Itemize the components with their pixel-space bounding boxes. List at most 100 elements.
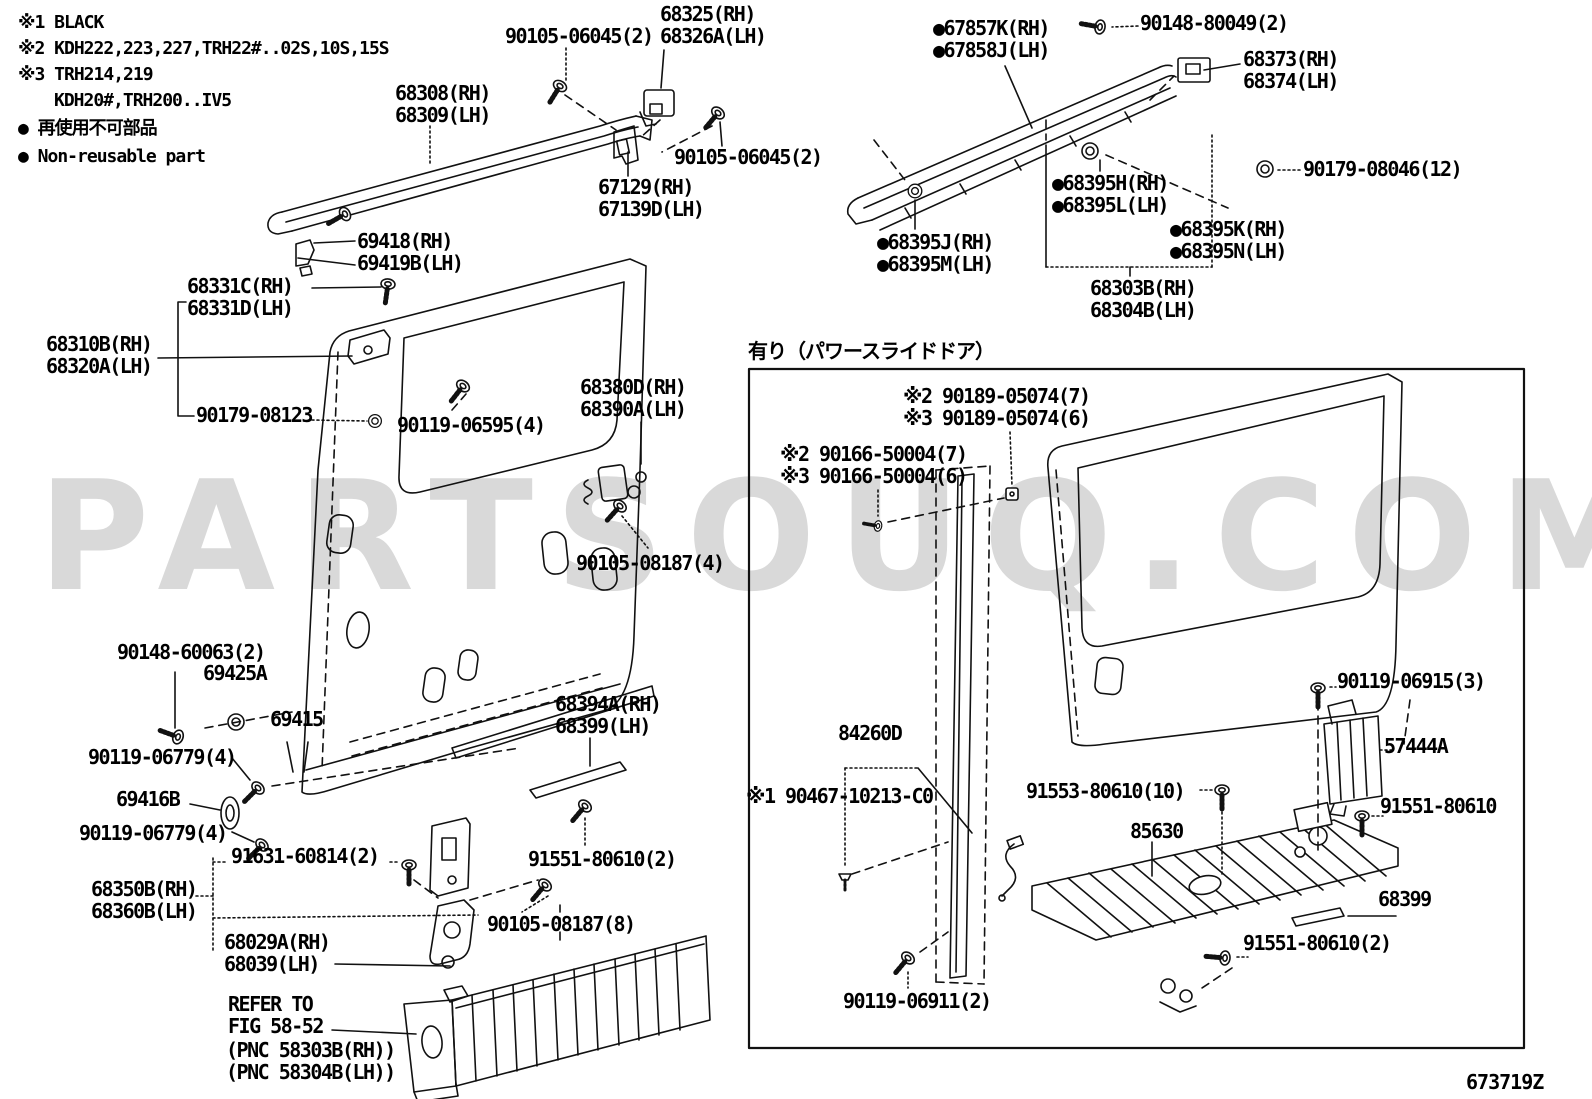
part-label-90105060452[interactable]: 90105-06045(2) [505, 24, 654, 48]
part-label-line: 68373(RH) [1243, 47, 1339, 71]
part-label-line: 68360B(LH) [91, 899, 198, 923]
part-label-69425a[interactable]: 69425A [203, 661, 268, 685]
part-label-line: 68394A(RH) [555, 692, 662, 716]
part-label-290166500047[interactable]: ※2 90166-50004(7)※3 90166-50004(6) [780, 442, 968, 488]
part-label-90105081878[interactable]: 90105-08187(8) [487, 912, 636, 936]
part-label-line: 68310B(RH) [46, 332, 153, 356]
part-label-68395krh[interactable]: ●68395K(RH)●68395N(LH) [1170, 217, 1287, 263]
part-label-line: ●68395N(LH) [1170, 239, 1287, 263]
part-label-90148600632[interactable]: 90148-60063(2) [117, 641, 266, 663]
part-label-68350brh[interactable]: 68350B(RH)68360B(LH) [91, 878, 198, 923]
inset-title: 有り（パワースライドドア） [748, 339, 995, 363]
step-panel-art [403, 904, 711, 1099]
part-label-line: 69415 [270, 707, 324, 731]
part-label-line: 69418(RH) [357, 229, 453, 253]
part-label-90119067794[interactable]: 90119-06779(4) [79, 821, 228, 845]
part-label-line: ※3 90166-50004(6) [780, 464, 968, 488]
part-label-68380drh[interactable]: 68380D(RH)68390A(LH) [580, 376, 687, 421]
part-label-line: 91553-80610(10) [1026, 779, 1186, 803]
power-slide-door-inset-box [747, 367, 1526, 1050]
part-label-69415[interactable]: 69415 [270, 707, 324, 731]
part-label-915538061010[interactable]: 91553-80610(10) [1026, 779, 1186, 803]
part-label-67129rh[interactable]: 67129(RH)67139D(LH) [598, 175, 705, 221]
part-label-line: 90105-08187(8) [487, 912, 636, 936]
part-label-line: 68308(RH) [395, 81, 491, 105]
part-label-line: ※1 90467-10213-C0 [746, 784, 934, 808]
part-label-85630[interactable]: 85630 [1130, 819, 1184, 843]
part-label-line: 91551-80610(2) [1243, 931, 1392, 955]
part-label-line: ●68395K(RH) [1170, 217, 1287, 241]
part-label-line: 68399(LH) [555, 714, 651, 738]
inset-door-panel-art [1046, 373, 1403, 747]
figure-code: 673719Z [1466, 1070, 1544, 1094]
part-label-line: 90119-06779(4) [79, 821, 228, 845]
part-label-68308rh[interactable]: 68308(RH)68309(LH) [395, 81, 491, 127]
part-label-line: 69425A [203, 661, 268, 685]
part-label-line: 90105-08187(4) [576, 551, 725, 575]
part-label-line: ●68395J(RH) [877, 230, 994, 254]
part-label-91631608142[interactable]: 91631-60814(2) [231, 844, 380, 868]
part-label-line: ●67858J(LH) [933, 38, 1050, 62]
part-label-290189050747[interactable]: ※2 90189-05074(7)※3 90189-05074(6) [903, 384, 1091, 429]
part-label-91551806102[interactable]: 91551-80610(2) [1243, 931, 1392, 955]
watermark: PARTSOUQ.COM [38, 448, 1592, 625]
part-label-91551806102[interactable]: 91551-80610(2) [528, 847, 677, 871]
part-label-9017908123[interactable]: 90179-08123 [196, 404, 313, 426]
part-label-68395jrh[interactable]: ●68395J(RH)●68395M(LH) [877, 230, 994, 275]
part-label-line: 68029A(RH) [224, 930, 331, 954]
part-label-90119069112[interactable]: 90119-06911(2) [843, 990, 992, 1012]
part-label-901790804612[interactable]: 90179-08046(12) [1303, 157, 1463, 181]
legend-note-1: ※1 BLACK [18, 12, 104, 33]
part-label-90105081874[interactable]: 90105-08187(4) [576, 551, 725, 575]
part-label-69416b[interactable]: 69416B [116, 788, 181, 810]
part-label-68310brh[interactable]: 68310B(RH)68320A(LH) [46, 332, 153, 377]
part-label-line: 69419B(LH) [357, 251, 464, 275]
part-label-69418rh[interactable]: 69418(RH)69419B(LH) [357, 229, 464, 275]
leader-lines-main [157, 25, 1301, 1035]
part-label-68373rh[interactable]: 68373(RH)68374(LH) [1243, 47, 1339, 92]
part-label-line: ※2 90189-05074(7) [903, 384, 1091, 408]
part-label-68331crh[interactable]: 68331C(RH)68331D(LH) [187, 274, 294, 319]
part-label-68394arh[interactable]: 68394A(RH)68399(LH) [555, 692, 662, 738]
part-label-line: 91551-80610(2) [528, 847, 677, 871]
part-label-line: 90105-06045(2) [505, 24, 654, 48]
legend-note-nonreusable-en: ● Non-reusable part [18, 146, 206, 167]
part-label-line: ※2 90166-50004(7) [780, 442, 968, 466]
part-label-90119067794[interactable]: 90119-06779(4) [88, 746, 237, 768]
part-label-57444a[interactable]: 57444A [1384, 734, 1449, 758]
part-label-68029arh[interactable]: 68029A(RH)68039(LH) [224, 930, 331, 975]
part-label-line: 90179-08046(12) [1303, 157, 1463, 181]
left-door-panel-art [301, 258, 647, 795]
part-label-line: FIG 58-52 [228, 1014, 324, 1038]
part-label-68399[interactable]: 68399 [1378, 888, 1432, 910]
part-label-90148800492[interactable]: 90148-80049(2) [1140, 12, 1289, 34]
legend-note-nonreusable-jp: ● 再使用不可部品 [18, 118, 158, 139]
part-label-19046710213c0[interactable]: ※1 90467-10213-C0 [746, 784, 934, 808]
part-label-line: (PNC 58303B(RH)) [226, 1038, 396, 1062]
part-label-line: 91631-60814(2) [231, 844, 380, 868]
part-label-line: ●67857K(RH) [933, 16, 1050, 40]
part-label-90119069153[interactable]: 90119-06915(3) [1337, 670, 1486, 692]
part-label-68303brh[interactable]: 68303B(RH)68304B(LH) [1090, 276, 1197, 321]
part-label-line: 68326A(LH) [660, 24, 767, 48]
part-label-pnc58303brh[interactable]: (PNC 58303B(RH))(PNC 58304B(LH)) [226, 1038, 396, 1083]
part-label-68395hrh[interactable]: ●68395H(RH)●68395L(LH) [1052, 172, 1169, 216]
part-label-67857krh[interactable]: ●67857K(RH)●67858J(LH) [933, 16, 1050, 62]
part-label-90105060452[interactable]: 90105-06045(2) [674, 146, 823, 168]
inset-step-plate-art [1031, 801, 1399, 1013]
part-label-84260d[interactable]: 84260D [838, 722, 903, 744]
part-label-90119065954[interactable]: 90119-06595(4) [397, 414, 546, 436]
part-label-line: 68331C(RH) [187, 274, 294, 298]
part-label-line: 68390A(LH) [580, 397, 687, 421]
part-label-9155180610[interactable]: 91551-80610 [1380, 795, 1497, 817]
part-label-line: 67139D(LH) [598, 197, 705, 221]
part-label-line: 68309(LH) [395, 103, 491, 127]
part-label-line: 68303B(RH) [1090, 276, 1197, 300]
part-label-line: 85630 [1130, 819, 1184, 843]
part-label-line: 67129(RH) [598, 175, 694, 199]
part-label-line: 57444A [1384, 734, 1449, 758]
part-label-68325rh[interactable]: 68325(RH)68326A(LH) [660, 3, 767, 48]
inset-lock-bracket-art [1323, 699, 1383, 817]
